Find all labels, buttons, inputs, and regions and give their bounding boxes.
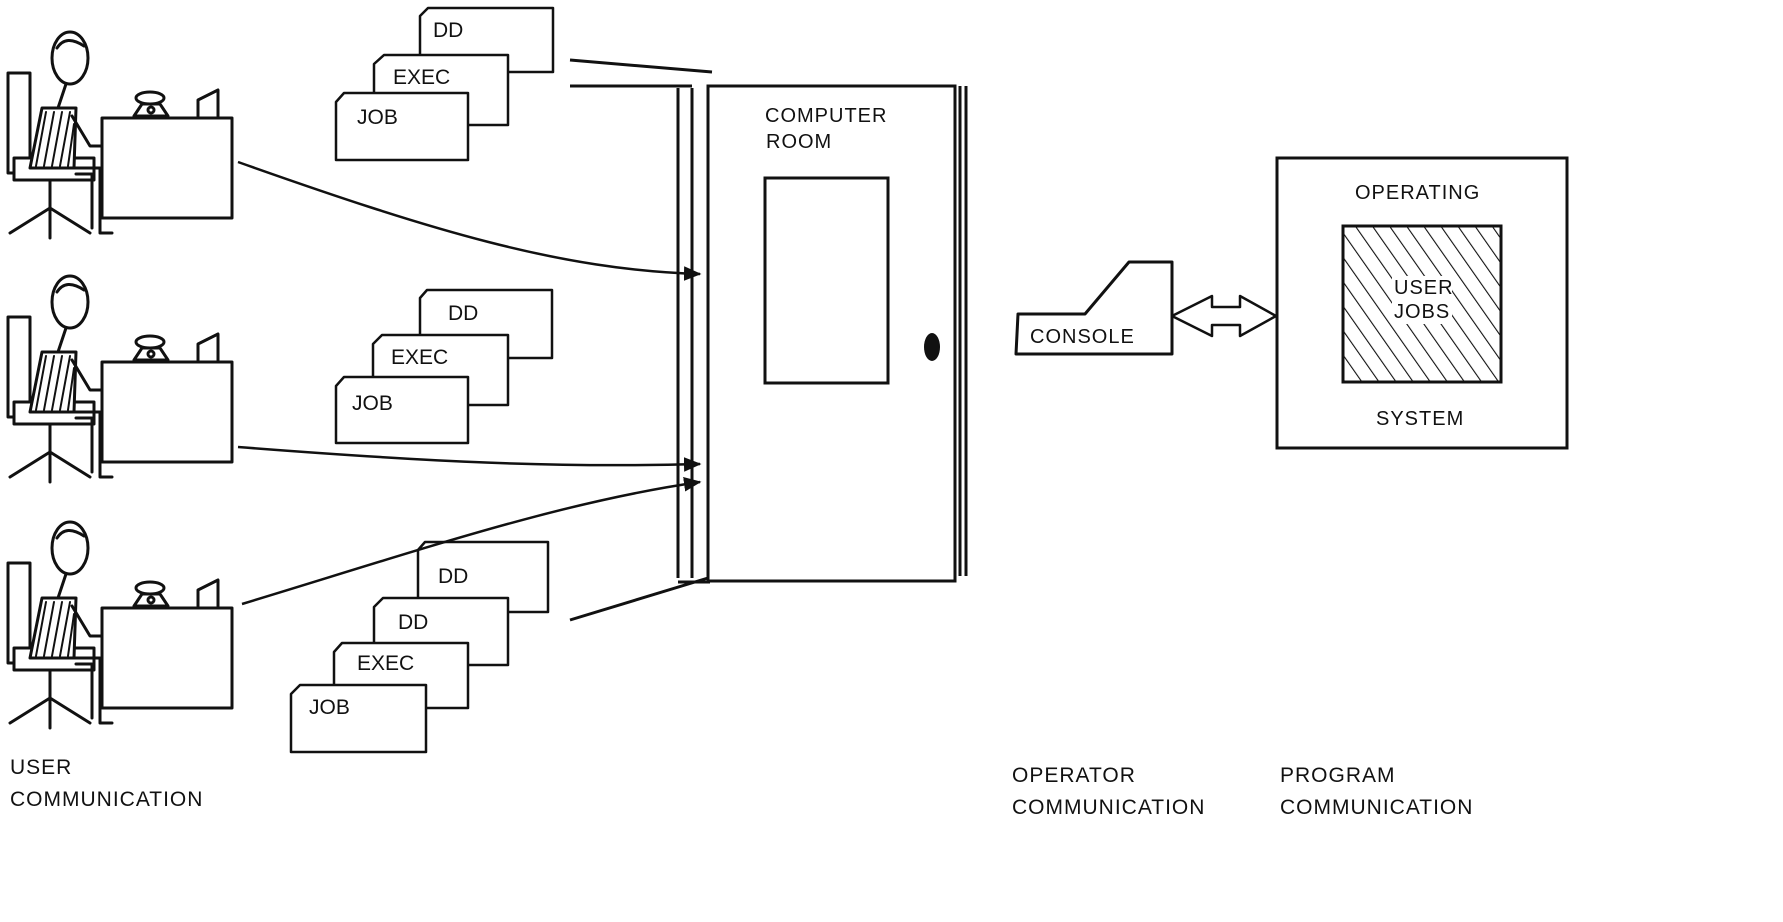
card-label: JOB [357,106,398,129]
job-deck-1 [334,6,555,162]
card-label: EXEC [357,652,414,675]
console-label: CONSOLE [1030,326,1135,348]
operating-system-top-label: OPERATING [1355,182,1480,204]
computer-room-door [569,58,968,622]
operating-system-bottom-label: SYSTEM [1376,408,1464,430]
operator-communication-caption: OPERATOR COMMUNICATION [1012,760,1205,824]
card-label: JOB [309,696,350,719]
caption-line: COMMUNICATION [10,788,204,811]
card-shape [334,91,470,162]
user-jobs-label-2: JOBS [1394,301,1450,323]
card-label: EXEC [391,346,448,369]
double-arrow-icon [1170,294,1278,338]
card-shape [334,375,470,445]
caption-line: OPERATOR [1012,764,1136,787]
user-3-arrow [241,477,702,606]
caption-line: PROGRAM [1280,764,1396,787]
job-deck-3 [289,540,550,754]
card-label: JOB [352,392,393,415]
user-figure-icon [6,520,234,730]
user-figure-icon [6,274,234,484]
user-2-arrow [237,445,702,472]
computer-room-label-1: COMPUTER [765,105,887,127]
card-label: DD [398,611,428,634]
card-label: DD [438,565,468,588]
card-label: EXEC [393,66,450,89]
user-figure-icon [6,30,234,240]
user-1-arrow [237,160,702,281]
user-desk-2 [6,274,234,484]
computer-room-label-2: ROOM [766,131,832,153]
caption-line: COMMUNICATION [1280,796,1474,819]
program-communication-caption: PROGRAM COMMUNICATION [1280,760,1473,824]
card-label: DD [433,19,463,42]
console-shape [1014,260,1174,356]
user-desk-1 [6,30,234,240]
user-desk-3 [6,520,234,730]
user-communication-caption: USER COMMUNICATION [10,752,203,816]
job-deck-2 [334,288,554,445]
card-shape [289,683,428,754]
caption-line: USER [10,756,73,779]
caption-line: COMMUNICATION [1012,796,1206,819]
user-jobs-label-1: USER [1394,277,1454,299]
card-label: DD [448,302,478,325]
door-knob-icon [924,333,940,361]
